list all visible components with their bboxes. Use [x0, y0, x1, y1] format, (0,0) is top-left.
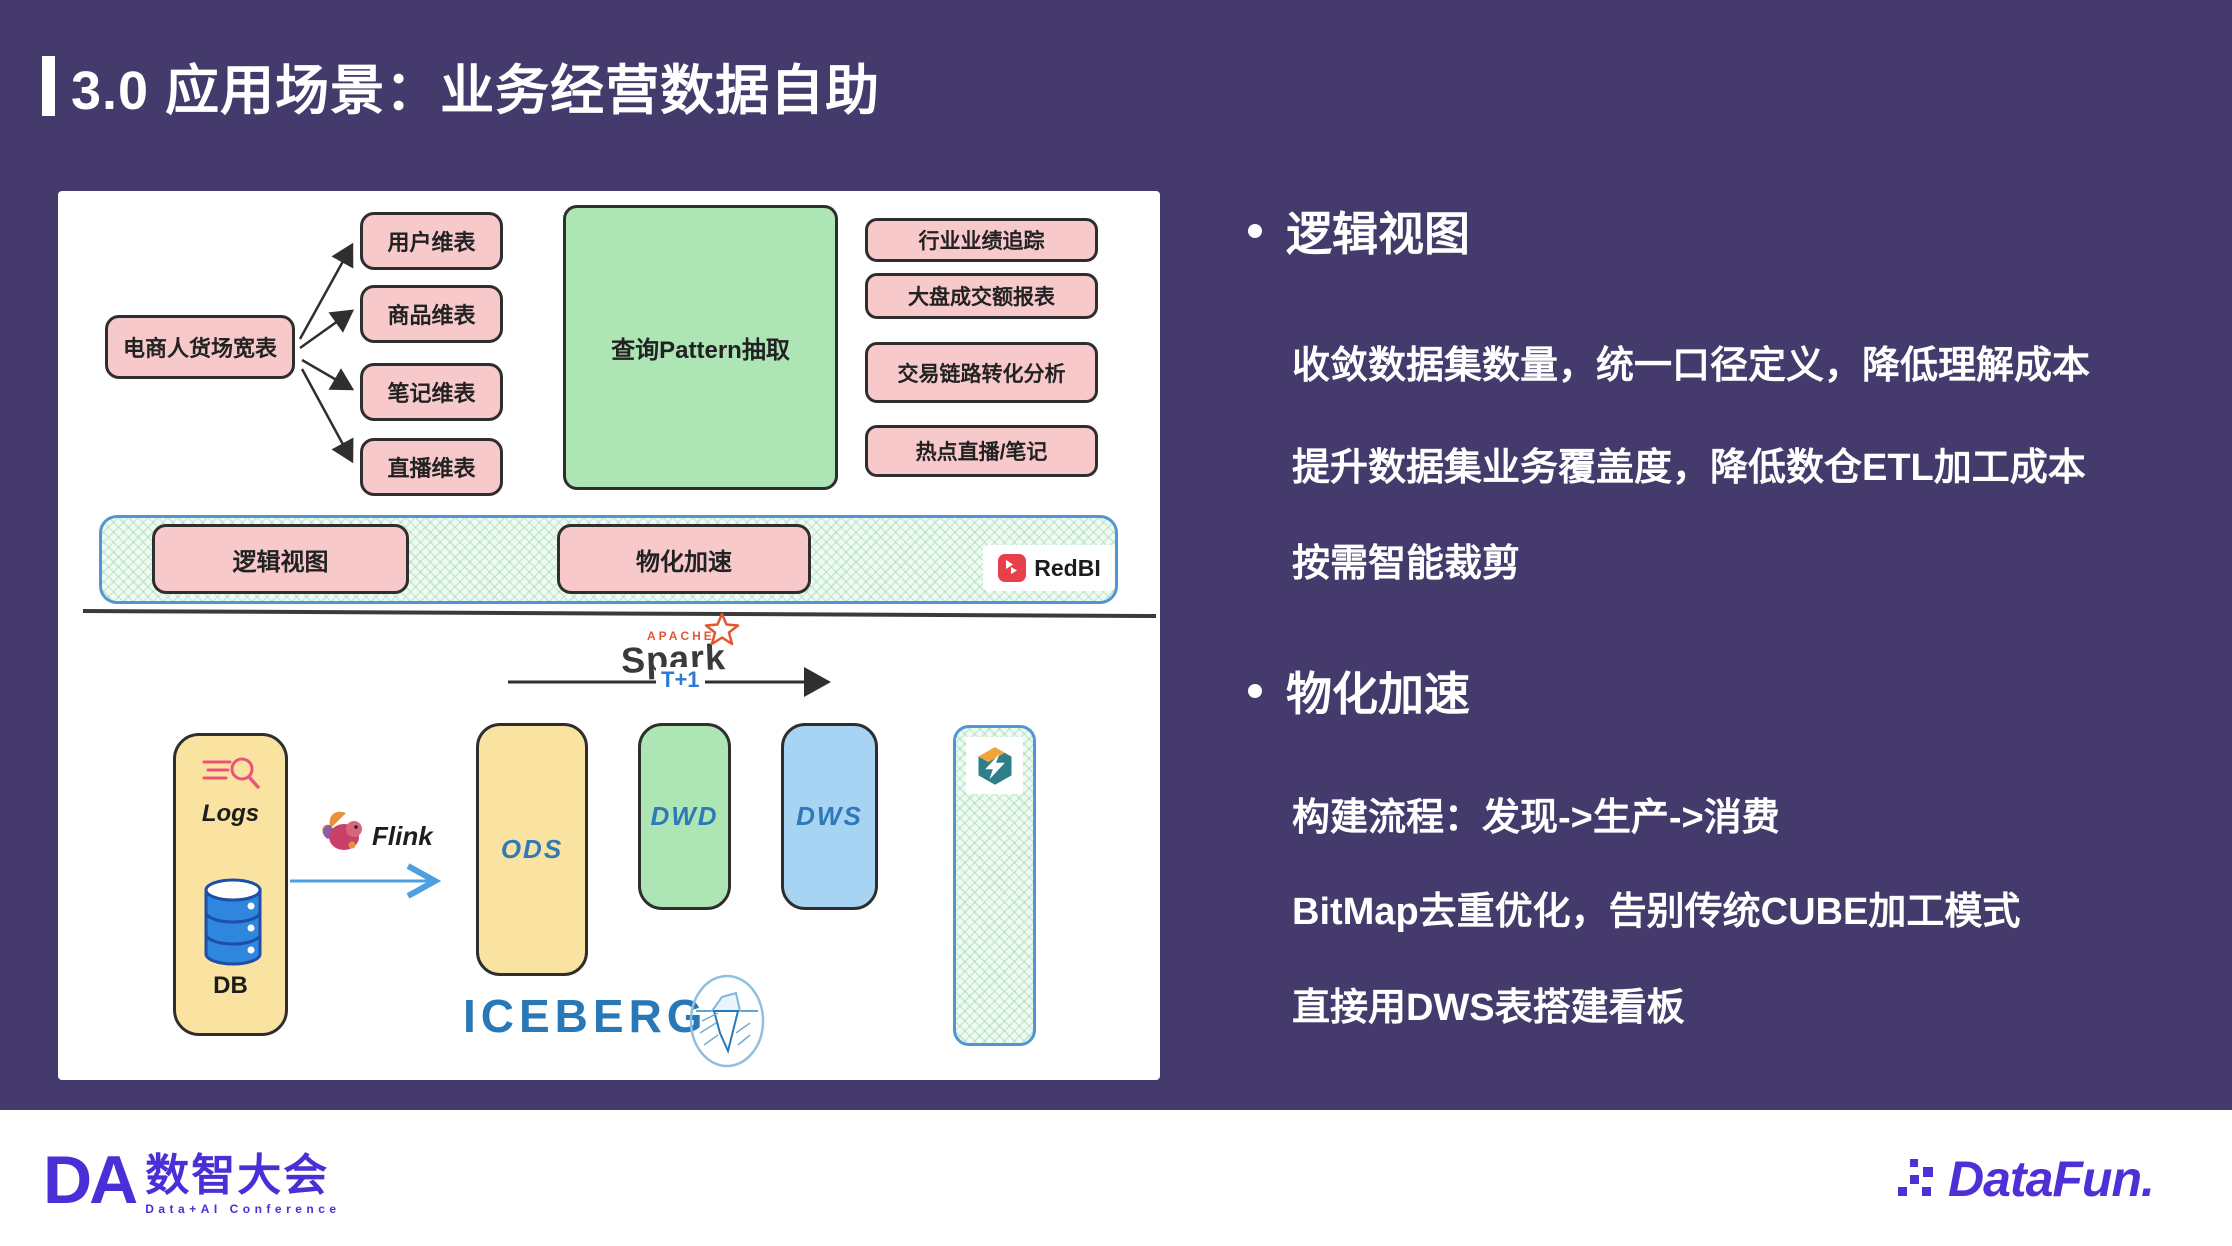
ods-label: ODS: [500, 834, 564, 864]
banner-underline: [82, 609, 1157, 618]
redbi-icon: [998, 554, 1027, 582]
arrow-wide-to-live: [300, 368, 354, 464]
dws-box: DWS: [781, 723, 878, 910]
bullet-dot: [1248, 684, 1262, 698]
dim-table-live: 直播维表: [360, 438, 503, 496]
footer-bar: DA 数智大会 Data+AI Conference DataFun.: [0, 1110, 2232, 1246]
source-box: Logs DB: [173, 733, 288, 1036]
bullet-item: 构建流程：发现->生产->消费: [1292, 797, 1780, 839]
report-gmv: 大盘成交额报表: [865, 273, 1098, 319]
banner-logical-view-box: 逻辑视图: [152, 524, 409, 594]
query-pattern-box: 查询Pattern抽取: [563, 205, 838, 490]
wide-table-box: 电商人货场宽表: [105, 315, 295, 379]
bullet-item: 直接用DWS表搭建看板: [1292, 987, 1685, 1029]
redbi-logo: RedBI: [983, 545, 1115, 591]
dwd-box: DWD: [638, 723, 731, 910]
logs-label: Logs: [201, 800, 260, 827]
flink-label: Flink: [372, 821, 433, 851]
dim-table-note: 笔记维表: [360, 363, 503, 421]
page-title: 3.0 应用场景：业务经营数据自助: [71, 61, 881, 121]
arrow-wide-to-user: [298, 242, 354, 340]
dim-table-goods: 商品维表: [360, 285, 503, 343]
bullet-heading-logical-view: 逻辑视图: [1248, 198, 1470, 264]
spark-t1-label: T+1: [656, 667, 705, 693]
dwd-label: DWD: [650, 801, 719, 831]
spark-apache-label: APACHE: [647, 629, 715, 643]
bullet-dot: [1248, 224, 1262, 238]
starrocks-logo: [966, 737, 1023, 794]
da-logo: DA 数智大会 Data+AI Conference: [43, 1142, 341, 1218]
datafun-logo-text: DataFun.: [1948, 1151, 2155, 1207]
ods-box: ODS: [476, 723, 588, 976]
bullet-heading-materialize: 物化加速: [1248, 658, 1470, 724]
bullet-item: 提升数据集业务覆盖度，降低数仓ETL加工成本: [1292, 447, 2086, 489]
spark-star-icon: [704, 612, 740, 646]
title-accent-bar: [42, 55, 55, 116]
slide-title-row: 3.0 应用场景：业务经营数据自助: [42, 46, 880, 125]
report-industry-tracking: 行业业绩追踪: [865, 218, 1098, 262]
bullet-item: BitMap去重优化，告别传统CUBE加工模式: [1292, 891, 2021, 933]
flink-logo-icon: [322, 811, 362, 850]
iceberg-logo-icon: [689, 974, 765, 1068]
da-conference-name: 数智大会: [145, 1151, 330, 1200]
logs-icon: [202, 757, 260, 789]
redbi-label: RedBI: [1034, 554, 1101, 581]
report-funnel-analysis: 交易链路转化分析: [865, 342, 1098, 403]
arrow-wide-to-note: [301, 358, 355, 391]
pixel-grid-icon: [1898, 1159, 1933, 1196]
database-icon: [204, 878, 262, 966]
arrow-wide-to-goods: [299, 309, 355, 350]
bullet-item: 收敛数据集数量，统一口径定义，降低理解成本: [1292, 345, 2091, 387]
db-label: DB: [213, 972, 248, 999]
da-logo-letters: DA: [43, 1142, 138, 1218]
iceberg-label: ICEBERG: [463, 990, 708, 1042]
bullet-heading-text: 逻辑视图: [1286, 208, 1470, 260]
datafun-logo: DataFun.: [1896, 1150, 2155, 1208]
bullet-heading-text: 物化加速: [1286, 668, 1470, 720]
dws-label: DWS: [796, 801, 863, 831]
da-conference-subtitle: Data+AI Conference: [145, 1202, 341, 1216]
architecture-diagram-panel: 电商人货场宽表 用户维表 商品维表 笔记维表 直播维表 查询Pattern抽取 …: [58, 191, 1160, 1080]
dim-table-user: 用户维表: [360, 212, 503, 270]
banner-materialize-box: 物化加速: [557, 524, 811, 594]
report-hot-live-note: 热点直播/笔记: [865, 425, 1098, 477]
bullet-item: 按需智能裁剪: [1292, 543, 1521, 585]
starrocks-icon: [978, 746, 1011, 785]
